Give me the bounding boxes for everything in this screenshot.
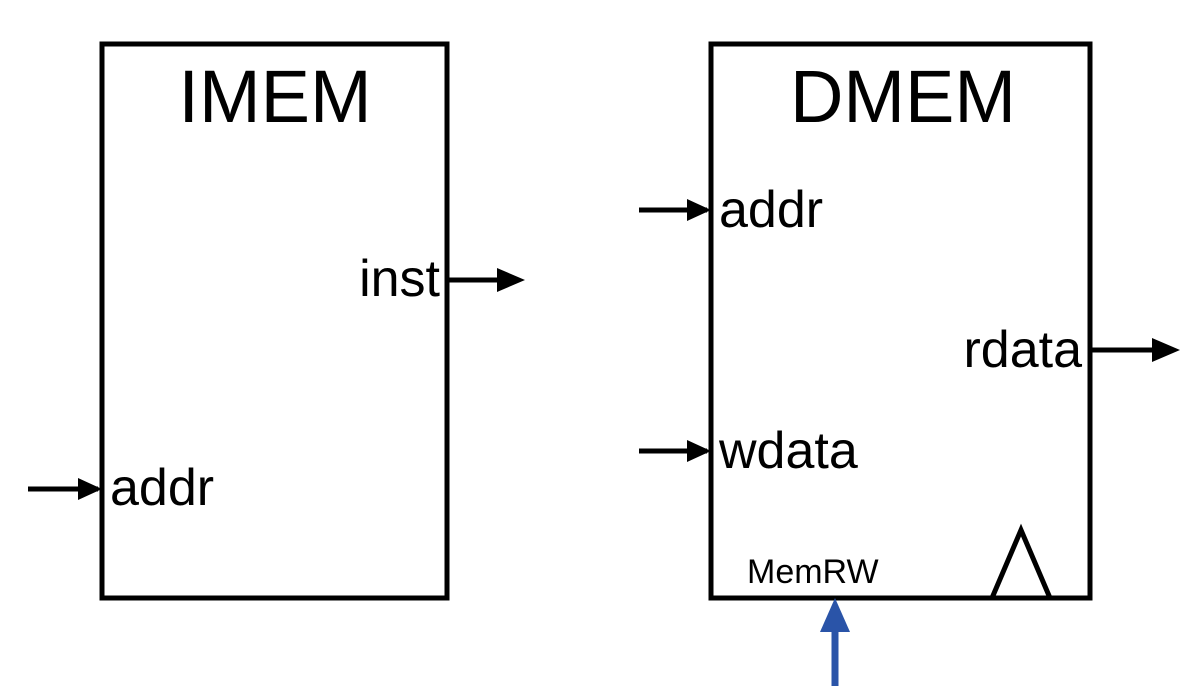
dmem-port-label-rdata: rdata — [963, 321, 1082, 379]
dmem-rdata-wire — [1090, 338, 1180, 362]
dmem-clock-triangle-icon — [989, 523, 1053, 599]
dmem-title: DMEM — [790, 55, 1016, 138]
imem-inst-arrowhead — [497, 268, 525, 292]
dmem-port-label-addr: addr — [719, 181, 823, 239]
imem-port-label-inst: inst — [359, 250, 440, 308]
imem-block[interactable] — [28, 41, 525, 601]
dmem-rdata-arrowhead — [1152, 338, 1180, 362]
memrw-control-arrowhead — [820, 598, 850, 632]
dmem-memrw-control-wire — [820, 598, 850, 686]
dmem-wdata-wire — [639, 440, 711, 462]
dmem-box[interactable] — [708, 41, 1093, 601]
dmem-block[interactable] — [639, 41, 1180, 686]
dmem-wdata-arrowhead — [687, 440, 711, 462]
imem-inst-wire — [447, 268, 525, 292]
imem-addr-arrowhead — [78, 478, 102, 500]
dmem-addr-wire — [639, 199, 711, 221]
imem-port-label-addr: addr — [110, 459, 214, 517]
imem-box[interactable] — [99, 41, 450, 601]
imem-addr-wire — [28, 478, 102, 500]
dmem-port-label-memrw: MemRW — [747, 553, 879, 591]
dmem-port-label-wdata: wdata — [718, 422, 858, 480]
imem-title: IMEM — [178, 55, 371, 138]
dmem-addr-arrowhead — [687, 199, 711, 221]
